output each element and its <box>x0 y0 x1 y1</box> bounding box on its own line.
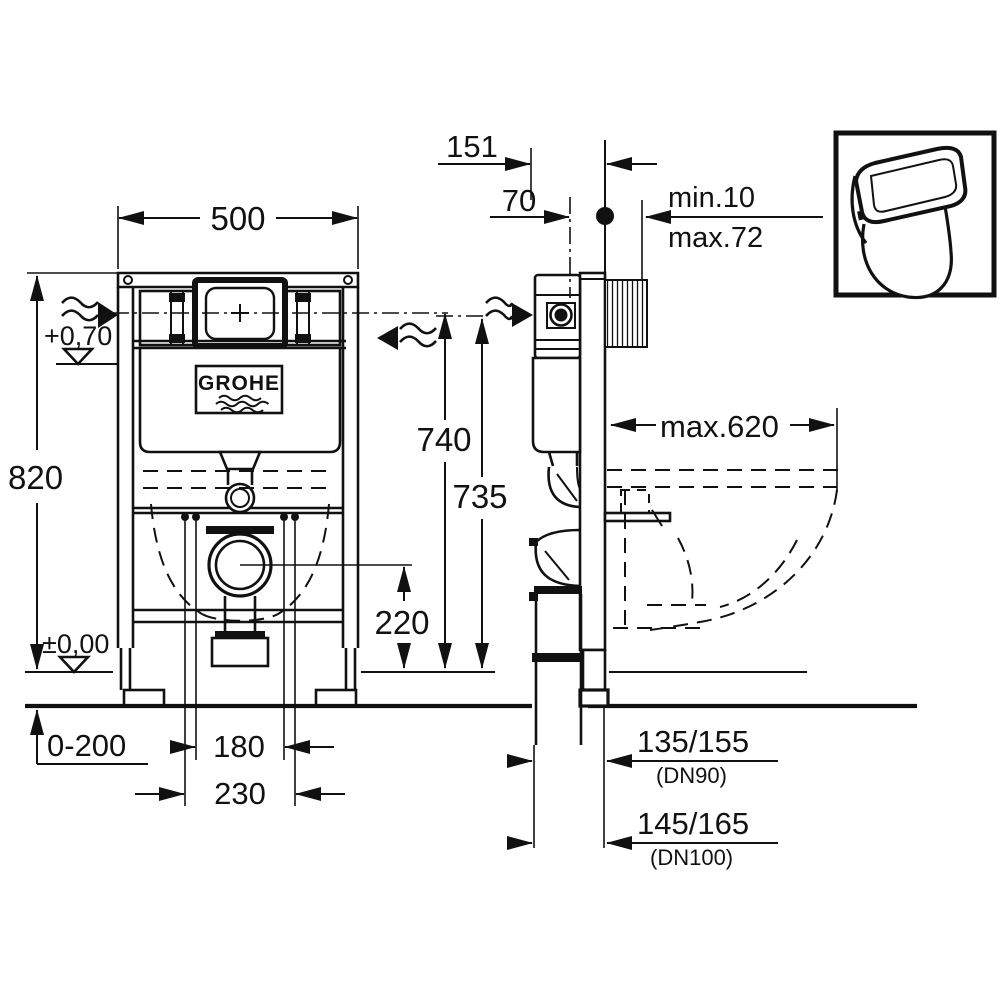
level-triangle-icon <box>57 655 91 674</box>
dim-frame-depth: 151 <box>446 129 498 164</box>
dimension-floor-adjust: 0-200 <box>30 709 148 765</box>
dim-drain-dn90-offset: 135/155 <box>637 724 749 759</box>
dim-plate-axis-depth: 70 <box>502 183 536 218</box>
water-squiggle-icon <box>61 296 99 309</box>
dimension-width-500: 500 <box>117 200 359 269</box>
dim-drain-dn100-offset: 145/165 <box>637 806 749 841</box>
wall-finish-hatch <box>604 279 648 348</box>
dimension-220: 220 <box>240 564 430 669</box>
dimension-dn100: 145/165 (DN100) <box>507 806 778 870</box>
zero-level-label: ±0,00 <box>42 629 109 659</box>
upper-level-label: +0,70 <box>44 321 112 351</box>
dim-wall-max: max.72 <box>668 222 763 254</box>
inlet-arrow-side-icon <box>512 303 533 327</box>
front-extension-lines <box>184 521 296 806</box>
dim-outlet-spacing: 230 <box>214 776 266 811</box>
front-view-flush-plate <box>112 277 448 349</box>
dimension-70: 70 <box>490 183 614 225</box>
dim-inlet-axis: 735 <box>452 478 507 515</box>
dimension-dn90: 135/155 (DN90) <box>507 724 778 788</box>
front-view-cistern: GROHE <box>134 339 346 454</box>
wall-hung-toilet-icon <box>850 145 968 300</box>
dimension-230: 230 <box>135 776 345 811</box>
floor-lines <box>25 671 917 709</box>
grohe-logo-text: GROHE <box>198 372 280 395</box>
dimension-wall-thickness: min.10 max.72 <box>641 182 823 279</box>
dimension-height-820: 820 <box>8 275 63 670</box>
side-extension-lines <box>533 707 605 848</box>
side-view <box>485 140 672 745</box>
inlet-arrow-right-icon <box>377 326 398 350</box>
front-view-drain-assembly <box>181 450 299 668</box>
bolt-hole <box>291 513 299 521</box>
toilet-icon-box <box>833 130 997 300</box>
logo-wave-2 <box>215 400 270 408</box>
dim-drain-dn100-label: (DN100) <box>650 845 733 870</box>
bolt-hole <box>192 513 200 521</box>
logo-wave-3 <box>220 406 264 414</box>
wall-reference-dot <box>596 207 614 225</box>
outlet-socket <box>210 636 270 668</box>
bolt-hole <box>181 513 189 521</box>
left-foot <box>122 688 166 708</box>
dim-wall-min: min.10 <box>668 182 755 214</box>
dimension-740: 740 <box>416 313 472 669</box>
dimension-max620: max.620 <box>610 408 838 492</box>
bolt-hole <box>280 513 288 521</box>
dim-drain-dn90-label: (DN90) <box>656 763 727 788</box>
dim-ceramic-depth: max.620 <box>660 409 779 444</box>
dimension-180: 180 <box>170 729 334 764</box>
dim-front-width: 500 <box>210 200 265 237</box>
inlet-arrow-left-icon <box>98 302 118 328</box>
dim-floor-adjust: 0-200 <box>47 728 126 763</box>
grohe-logo-box <box>194 364 284 415</box>
level-triangle-icon <box>61 347 95 366</box>
right-foot <box>314 688 358 708</box>
front-view-water-inlet-arrows <box>61 296 486 350</box>
dimension-735: 735 <box>452 318 508 669</box>
dim-outlet-height: 220 <box>374 604 429 641</box>
dim-flush-axis: 740 <box>416 421 471 458</box>
dim-front-height: 820 <box>8 459 63 496</box>
front-view-ceramic-dashed-outline <box>143 470 333 622</box>
side-cistern-body <box>531 356 582 454</box>
logo-wave-1 <box>218 394 262 402</box>
dim-bolt-spacing: 180 <box>213 729 265 764</box>
dimension-151: 151 <box>438 129 657 200</box>
side-rail <box>578 271 607 652</box>
level-markers: +0,70 ±0,00 <box>42 321 118 674</box>
side-foot <box>578 688 610 708</box>
side-view-ceramic-dashed-outline <box>607 469 840 631</box>
mounting-bracket <box>603 511 672 523</box>
